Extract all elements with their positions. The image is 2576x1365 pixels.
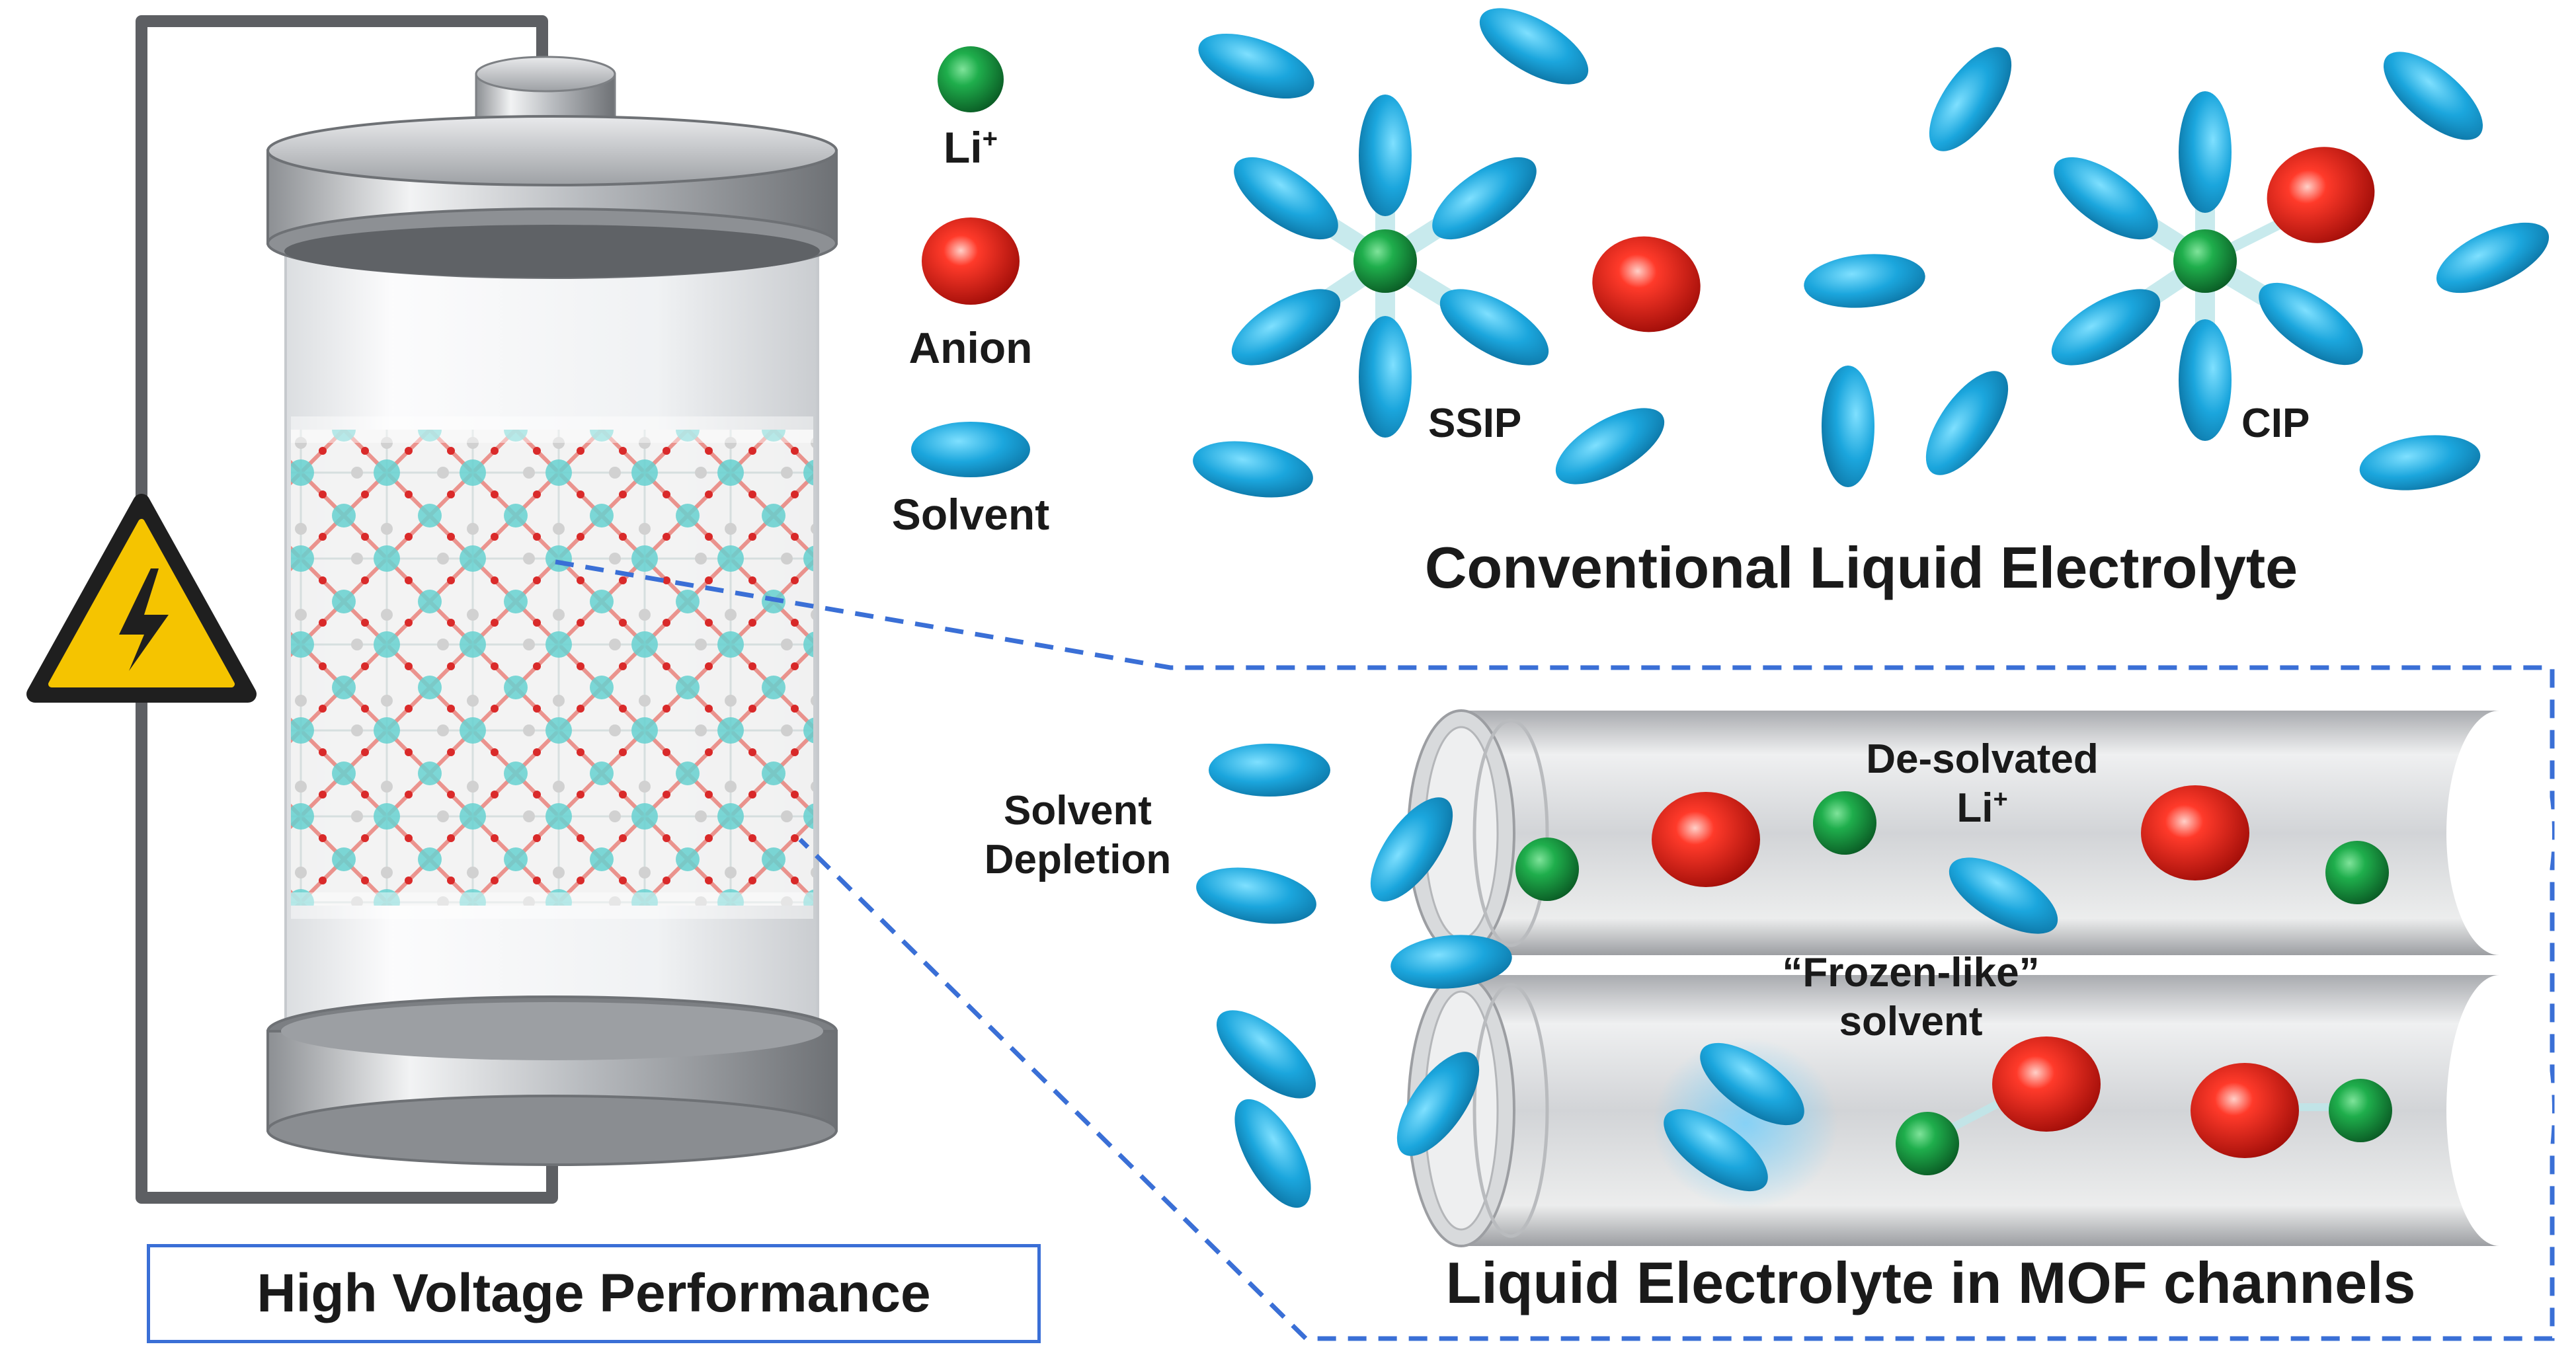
- depleted-solvent: [1396, 1052, 1480, 1156]
- cip-solvent: [2259, 282, 2363, 366]
- free-solvent: [1822, 366, 1874, 487]
- battery-caption: High Voltage Performance: [257, 1263, 931, 1323]
- cip-solvent: [2179, 91, 2232, 213]
- mof-title: Liquid Electrolyte in MOF channels: [1445, 1250, 2416, 1315]
- desolvated-line1: De-solvated: [1866, 736, 2099, 782]
- depleted-solvent: [1390, 935, 1512, 989]
- contact-anion: [1992, 1036, 2101, 1132]
- channel-li-ion: [2325, 841, 2389, 904]
- solvent-depletion-label: Solvent Depletion: [985, 787, 1171, 885]
- channel-li-ion: [2329, 1079, 2392, 1142]
- legend-li-label: Li+: [944, 122, 998, 173]
- free-solvent: [1198, 33, 1314, 99]
- ssip-li-ion: [1353, 229, 1417, 293]
- legend-solvent-label: Solvent: [891, 490, 1050, 539]
- desolvated-line2: Li: [1956, 785, 1993, 832]
- free-solvent: [1193, 441, 1313, 498]
- cip-label: CIP: [2241, 401, 2310, 446]
- cip-solvent: [2054, 157, 2158, 240]
- battery-illustration: [136, 15, 838, 1204]
- depleted-solvent: [1216, 1010, 1316, 1099]
- legend-anion-label: Anion: [908, 323, 1033, 372]
- contact-anion: [2191, 1063, 2299, 1158]
- ssip-solvent: [1432, 157, 1537, 240]
- cip-li-ion: [2173, 229, 2237, 293]
- desolvated-li-label: De-solvated Li+: [1866, 735, 2098, 834]
- desolvated-sup: +: [1993, 785, 2008, 814]
- free-solvent: [2359, 435, 2481, 490]
- conventional-electrolyte-molecules: [1193, 8, 2550, 498]
- ssip-solvent: [1234, 157, 1338, 240]
- legend-anion-ellipsoid: [922, 217, 1020, 305]
- conventional-title: Conventional Liquid Electrolyte: [1424, 535, 2298, 600]
- cip-anion: [2267, 147, 2375, 243]
- free-anion: [1592, 236, 1701, 332]
- cip-solvent: [2051, 289, 2161, 366]
- frozen-line1: “Frozen-like”: [1782, 950, 2040, 995]
- legend-li-sphere: [938, 46, 1004, 112]
- depleted-solvent: [1370, 797, 1453, 902]
- frozen-solvent: [1664, 1109, 1768, 1192]
- free-solvent: [2383, 52, 2483, 140]
- ssip-solvent: [1359, 316, 1412, 438]
- channel-solvent: [1949, 857, 2058, 934]
- free-solvent: [1925, 371, 2009, 475]
- free-solvent: [1929, 47, 2012, 151]
- cip-solvent: [2179, 319, 2232, 441]
- free-solvent: [1479, 8, 1589, 85]
- free-solvent: [1804, 254, 1925, 308]
- legend-solvent-ellipsoid: [911, 422, 1030, 477]
- frozen-solvent: [1700, 1042, 1804, 1126]
- legend-li-sup: +: [982, 124, 998, 153]
- ssip-solvent: [1359, 95, 1412, 216]
- frozen-line2: solvent: [1839, 999, 1983, 1045]
- free-solvent: [2436, 222, 2550, 293]
- zoom-frame: [555, 559, 2555, 1341]
- upper-channel: [1461, 711, 2499, 955]
- free-solvent: [1555, 408, 1665, 485]
- desolvated-line2-wrap: Li+: [1866, 784, 2098, 833]
- caption-box: High Voltage Performance: [147, 1244, 1041, 1343]
- depletion-line2: Depletion: [984, 837, 1172, 883]
- channel-anion: [2141, 785, 2249, 880]
- high-voltage-warning-icon: [26, 494, 257, 703]
- channel-anion: [1652, 792, 1760, 887]
- desolvated-li-ion: [1813, 791, 1876, 855]
- depleted-solvent: [1209, 744, 1330, 797]
- depletion-line1: Solvent: [1004, 788, 1152, 834]
- depleted-solvent: [1196, 867, 1316, 924]
- ssip-label: SSIP: [1428, 401, 1522, 446]
- mof-lattice: [291, 430, 813, 906]
- ssip-solvent: [1439, 289, 1549, 366]
- channel-li-ion: [1896, 1112, 1959, 1175]
- channel-li-ion: [1515, 838, 1579, 901]
- mof-channel-molecules: [1196, 744, 2392, 1208]
- legend-li-text: Li: [943, 123, 983, 172]
- depleted-solvent: [1234, 1099, 1311, 1208]
- ssip-solvent: [1231, 289, 1341, 366]
- legend-icons: [911, 46, 1030, 477]
- frozen-solvent-label: “Frozen-like” solvent: [1782, 949, 2039, 1047]
